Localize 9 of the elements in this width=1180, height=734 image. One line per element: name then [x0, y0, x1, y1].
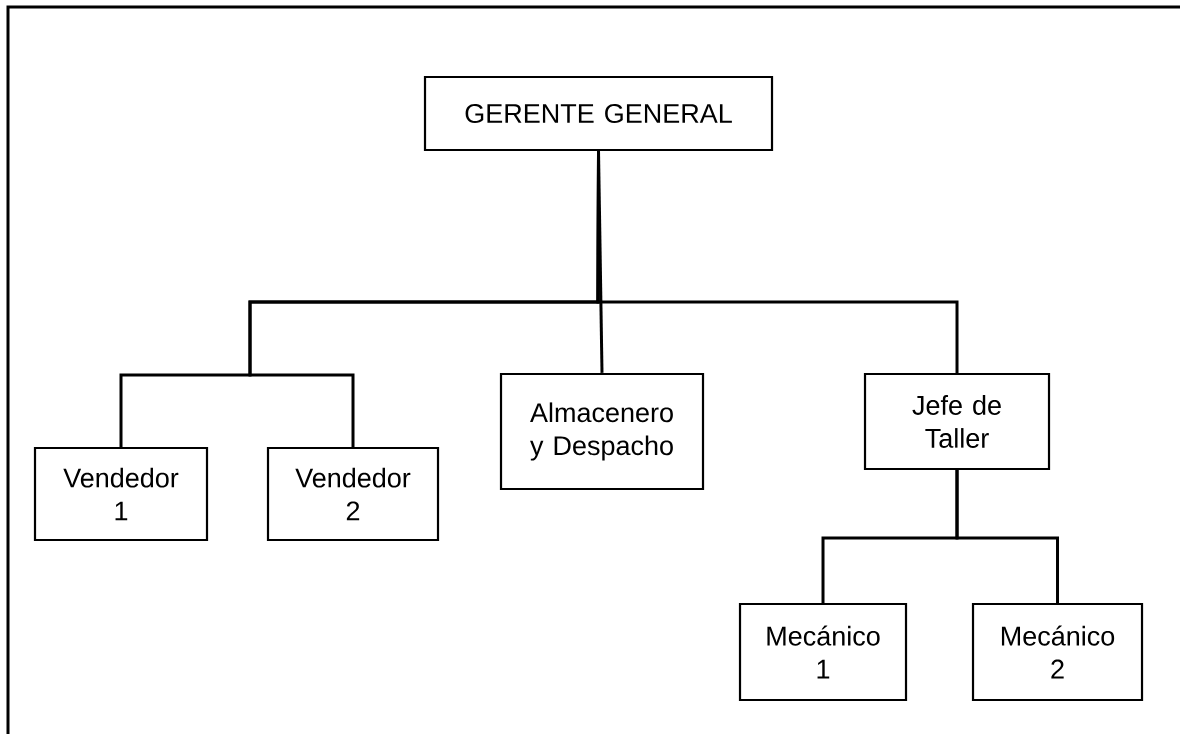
role-box: Almacenero y Despacho — [499, 372, 705, 491]
role-box: Vendedor 1 — [33, 446, 209, 542]
role-box: Mecánico 2 — [971, 602, 1144, 702]
role-box: GERENTE GENERAL — [423, 75, 774, 152]
role-box: Vendedor 2 — [266, 446, 440, 542]
role-box: Jefe de Taller — [863, 372, 1051, 471]
connector-line — [955, 470, 1059, 603]
connector-line — [596, 151, 959, 373]
role-box: Mecánico 1 — [738, 602, 908, 702]
